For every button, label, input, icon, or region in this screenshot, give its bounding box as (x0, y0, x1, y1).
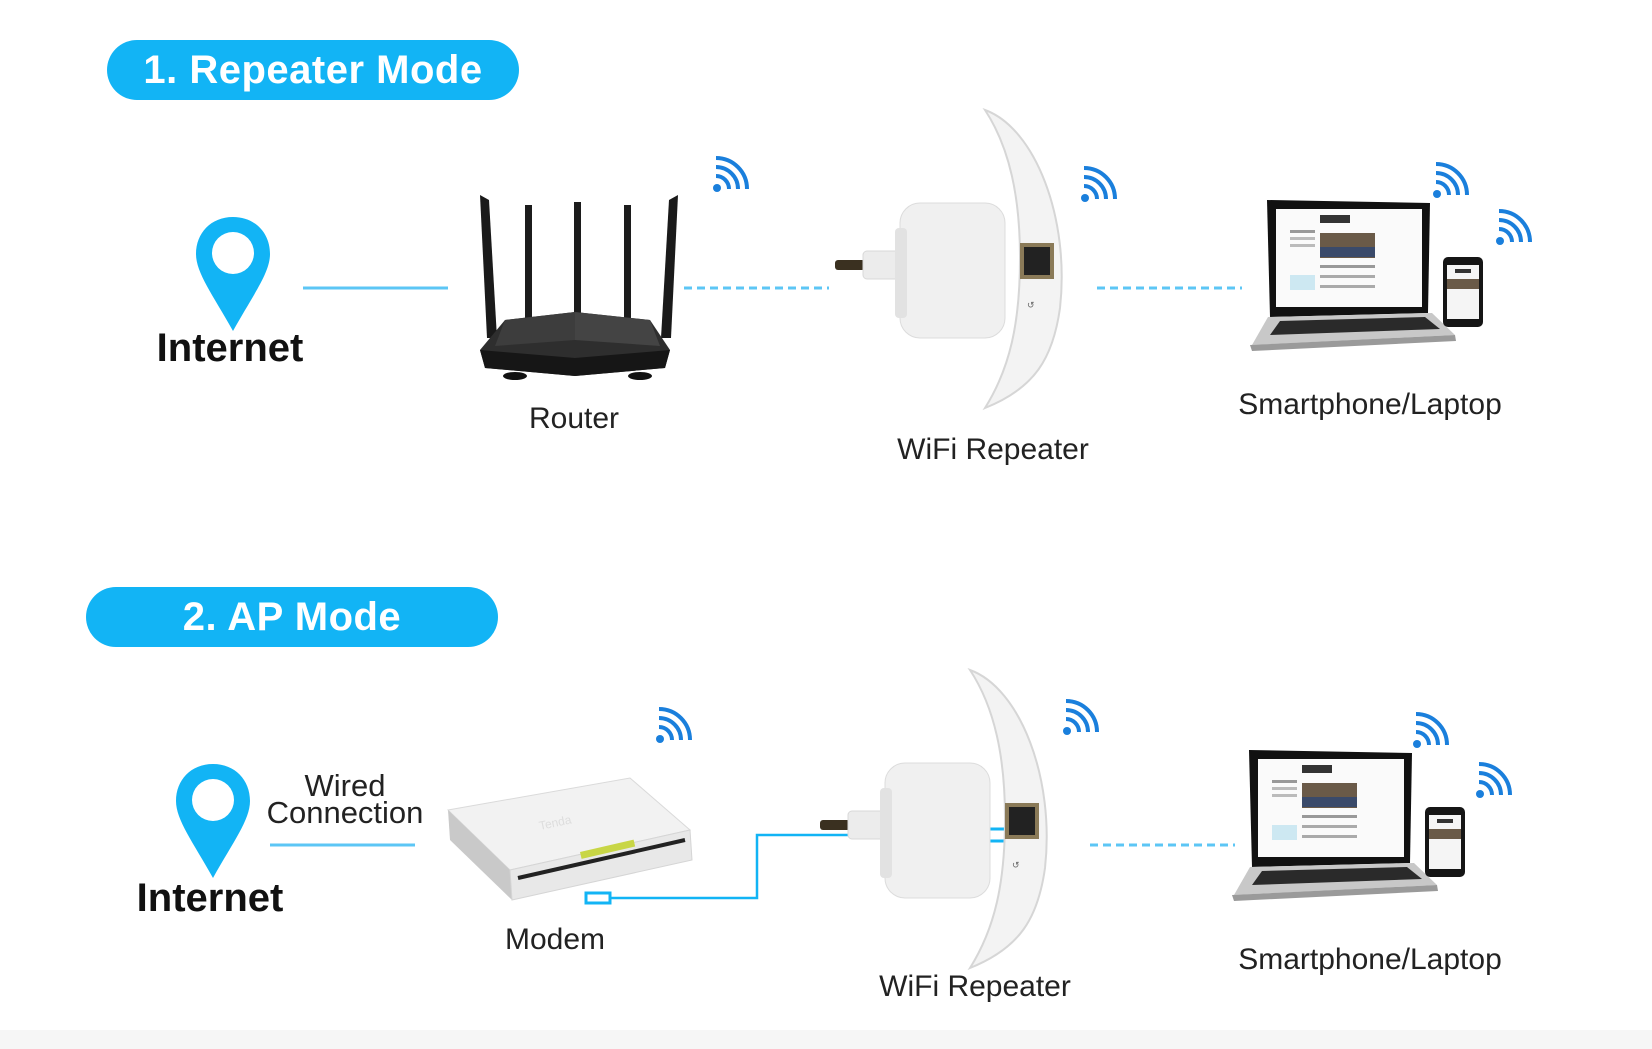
internet-label: Internet (156, 326, 304, 370)
wired-label-line2: Connection (266, 795, 424, 830)
ap-mode-title: 2. AP Mode (86, 587, 498, 647)
wifi-repeater-icon: ↺ (835, 108, 1063, 411)
repeater-device-link (1090, 843, 1235, 847)
wired-connection-label: Wired Connection (266, 768, 424, 830)
wired-label-line1: Wired (304, 768, 386, 803)
wifi-signal-icon (656, 707, 692, 743)
internet-router-link (303, 286, 448, 290)
wifi-signal-icon (1433, 162, 1469, 198)
wifi-signal-icon (1081, 166, 1117, 202)
wifi-signal-icon (1063, 699, 1099, 735)
router-repeater-link (684, 286, 829, 290)
laptop-smartphone-icon (1250, 200, 1483, 351)
router-label: Router (528, 402, 620, 435)
router-icon (480, 195, 678, 380)
svg-text:Tenda: Tenda (538, 812, 573, 833)
wifi-repeater-label: WiFi Repeater (897, 433, 1089, 466)
smartphone-laptop-label: Smartphone/Laptop (1238, 388, 1502, 421)
bottom-band (0, 1030, 1652, 1049)
internet-label: Internet (136, 876, 284, 920)
svg-text:↺: ↺ (1012, 860, 1020, 870)
modem-label: Modem (504, 923, 606, 956)
wifi-repeater-label: WiFi Repeater (879, 970, 1071, 1003)
laptop-smartphone-icon (1232, 750, 1465, 901)
internet-modem-link (270, 843, 415, 847)
repeater-mode-title: 1. Repeater Mode (107, 40, 519, 100)
location-pin-icon (196, 217, 270, 331)
smartphone-laptop-label: Smartphone/Laptop (1238, 943, 1502, 976)
modem-icon: Tenda (446, 777, 693, 901)
wifi-signal-icon (1413, 712, 1449, 748)
wifi-signal-icon (1496, 209, 1532, 245)
repeater-device-link (1097, 286, 1242, 290)
wifi-signal-icon (713, 156, 749, 192)
wifi-signal-icon (1476, 762, 1512, 798)
svg-text:↺: ↺ (1027, 300, 1035, 310)
location-pin-icon (176, 764, 250, 878)
wifi-repeater-icon: ↺ (820, 668, 1048, 971)
